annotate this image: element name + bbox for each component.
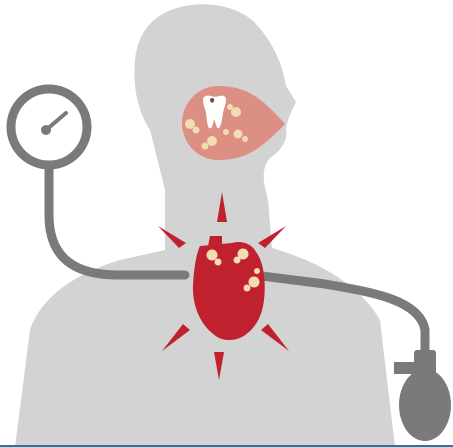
gauge-pivot (41, 125, 51, 135)
bacteria-icon (234, 130, 243, 139)
body-silhouette-icon (15, 4, 395, 447)
bacteria-icon (207, 136, 217, 146)
bacteria-icon (223, 129, 229, 135)
bulb-valve (394, 362, 416, 374)
bacteria-icon (207, 250, 218, 261)
bacteria-icon (215, 259, 222, 266)
inflation-bulb-icon (394, 350, 451, 441)
bacteria-icon (249, 277, 260, 288)
bacteria-icon (234, 257, 241, 264)
bulb-body (399, 369, 451, 441)
bacteria-icon (254, 268, 260, 274)
bacteria-icon (202, 143, 209, 150)
bacteria-icon (242, 136, 248, 142)
bacteria-icon (227, 104, 233, 110)
bacteria-icon (185, 119, 195, 129)
blood-pressure-gauge-icon (11, 89, 87, 165)
bacteria-icon (193, 127, 200, 134)
bacteria-icon (244, 285, 251, 292)
